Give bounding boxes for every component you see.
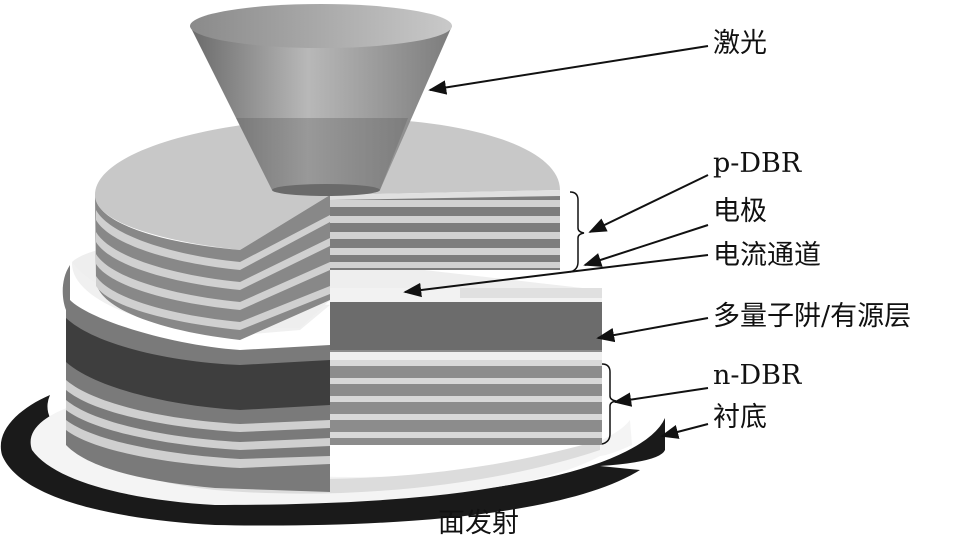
label-electrode: 电极 [713, 196, 767, 227]
label-substrate: 衬底 [713, 402, 767, 433]
label-laser: 激光 [713, 28, 767, 59]
caption-surface-emission: 面发射 [438, 508, 519, 539]
laser-beam-cone [190, 4, 452, 196]
label-current-channel: 电流通道 [713, 240, 821, 271]
label-active-layer: 多量子阱/有源层 [713, 301, 912, 332]
n-dbr-bracket [601, 363, 617, 445]
label-p-dbr: p-DBR [713, 148, 802, 179]
leader-arrows [403, 45, 709, 439]
p-dbr-bracket [569, 191, 585, 273]
label-n-dbr: n-DBR [713, 360, 802, 391]
